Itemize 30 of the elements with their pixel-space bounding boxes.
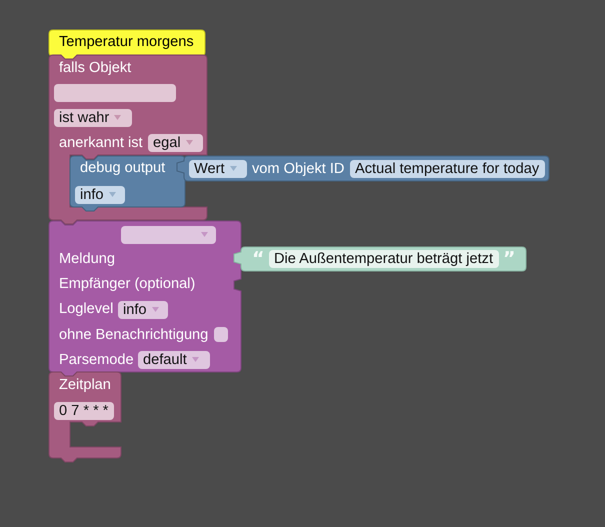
block-label: Meldung <box>59 250 115 268</box>
dropdown-field <box>121 226 216 244</box>
dropdown-field: default <box>138 351 210 369</box>
dropdown-field: ist wahr <box>54 109 132 127</box>
debug-block <box>70 156 185 211</box>
schedule-block <box>49 372 121 462</box>
checkbox <box>214 327 228 342</box>
message-block <box>49 221 241 376</box>
quote-mark: “ <box>252 250 264 268</box>
block-label: ohne Benachrichtigung <box>59 326 208 344</box>
block-label: anerkannt ist <box>59 134 143 152</box>
dropdown-field: info <box>75 186 125 204</box>
dropdown-field: Wert <box>189 160 247 178</box>
block-label: vom Objekt ID <box>252 160 344 178</box>
block-label: debug output <box>80 159 166 177</box>
quote-mark: ” <box>503 250 516 268</box>
text-field: Die Außentemperatur beträgt jetzt <box>269 250 499 268</box>
block-label: Loglevel <box>59 300 114 318</box>
text-field <box>54 84 176 102</box>
text-field: 0 7 * * * <box>54 402 114 420</box>
text-field: Actual temperature for today <box>350 160 545 178</box>
block-label: Zeitplan <box>59 376 111 394</box>
text-block <box>234 247 526 271</box>
value-block <box>177 156 549 181</box>
dropdown-field: egal <box>148 134 203 152</box>
block-label: falls Objekt <box>59 59 132 77</box>
dropdown-field: info <box>118 301 168 319</box>
block-label: Empfänger (optional) <box>59 275 196 293</box>
block-label: Temperatur morgens <box>59 33 194 51</box>
block-label: Parsemode <box>59 351 134 369</box>
